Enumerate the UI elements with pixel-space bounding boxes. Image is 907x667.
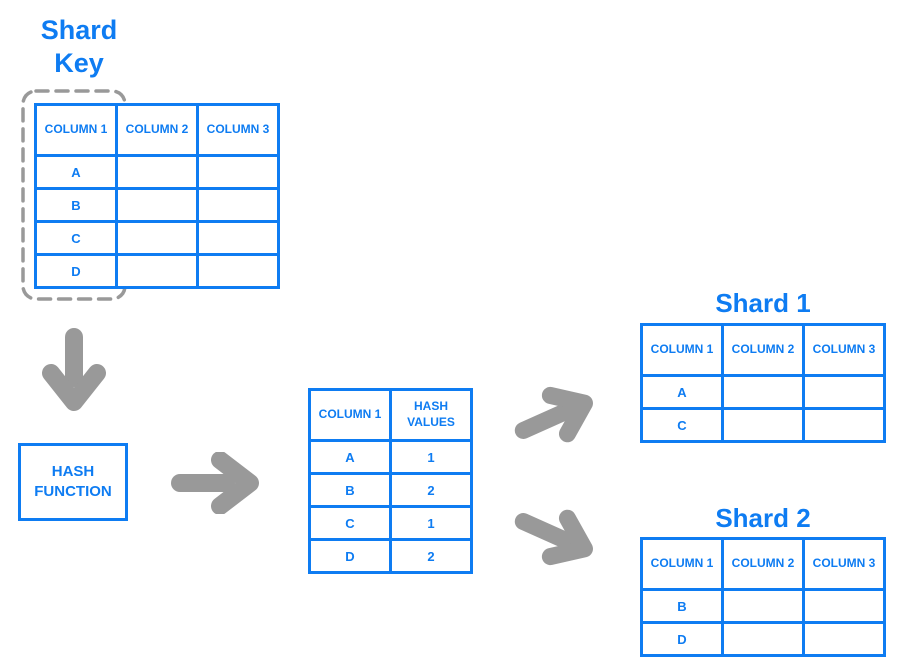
table-cell: C bbox=[640, 407, 724, 443]
table-row: A 1 bbox=[308, 439, 473, 475]
table-row: D bbox=[34, 253, 280, 289]
table-cell: 2 bbox=[389, 472, 473, 508]
table-row: C bbox=[34, 220, 280, 256]
shard-key-title: Shard Key bbox=[40, 15, 118, 78]
table-row: B bbox=[34, 187, 280, 223]
table-cell bbox=[115, 253, 199, 289]
table-row: C bbox=[640, 407, 886, 443]
table-row: D bbox=[640, 621, 886, 657]
table-cell bbox=[115, 154, 199, 190]
column-header: COLUMN 2 bbox=[115, 103, 199, 157]
table-cell bbox=[196, 253, 280, 289]
table-cell bbox=[721, 588, 805, 624]
table-cell: A bbox=[308, 439, 392, 475]
table-cell bbox=[721, 374, 805, 410]
table-cell bbox=[721, 621, 805, 657]
table-cell: C bbox=[34, 220, 118, 256]
column-header: HASH VALUES bbox=[389, 388, 473, 442]
column-header: COLUMN 3 bbox=[802, 323, 886, 377]
table-cell bbox=[196, 154, 280, 190]
table-row: A bbox=[34, 154, 280, 190]
table-header-row: COLUMN 1 COLUMN 2 COLUMN 3 bbox=[640, 537, 886, 591]
down-right-arrow-icon bbox=[514, 509, 593, 566]
column-header: COLUMN 2 bbox=[721, 537, 805, 591]
hash-function-label: HASH FUNCTION bbox=[34, 462, 112, 500]
table-cell: C bbox=[308, 505, 392, 541]
table-header-row: COLUMN 1 COLUMN 2 COLUMN 3 bbox=[34, 103, 280, 157]
table-row: A bbox=[640, 374, 886, 410]
table-row: C 1 bbox=[308, 505, 473, 541]
table-cell bbox=[721, 407, 805, 443]
source-table: COLUMN 1 COLUMN 2 COLUMN 3 A B C D bbox=[34, 103, 280, 289]
table-cell bbox=[802, 621, 886, 657]
table-cell bbox=[802, 374, 886, 410]
table-cell bbox=[115, 220, 199, 256]
table-cell bbox=[802, 588, 886, 624]
table-cell: A bbox=[34, 154, 118, 190]
table-cell: D bbox=[640, 621, 724, 657]
shard1-title: Shard 1 bbox=[715, 288, 811, 318]
table-cell: D bbox=[34, 253, 118, 289]
table-row: D 2 bbox=[308, 538, 473, 574]
table-cell: A bbox=[640, 374, 724, 410]
column-header: COLUMN 1 bbox=[640, 537, 724, 591]
table-cell: B bbox=[640, 588, 724, 624]
table-row: B 2 bbox=[308, 472, 473, 508]
up-right-arrow-icon bbox=[514, 386, 593, 443]
column-header: COLUMN 1 bbox=[308, 388, 392, 442]
table-cell bbox=[115, 187, 199, 223]
column-header: COLUMN 2 bbox=[721, 323, 805, 377]
down-arrow-icon bbox=[42, 328, 106, 411]
hash-values-table: COLUMN 1 HASH VALUES A 1 B 2 C 1 D 2 bbox=[308, 388, 473, 574]
right-arrow-icon bbox=[171, 452, 259, 514]
table-cell: B bbox=[308, 472, 392, 508]
shard2-table: COLUMN 1 COLUMN 2 COLUMN 3 B D bbox=[640, 537, 886, 657]
column-header: COLUMN 1 bbox=[640, 323, 724, 377]
table-header-row: COLUMN 1 COLUMN 2 COLUMN 3 bbox=[640, 323, 886, 377]
hash-function-box: HASH FUNCTION bbox=[18, 443, 128, 521]
table-cell bbox=[802, 407, 886, 443]
table-cell: 2 bbox=[389, 538, 473, 574]
shard2-title: Shard 2 bbox=[715, 503, 811, 533]
table-cell: B bbox=[34, 187, 118, 223]
table-row: B bbox=[640, 588, 886, 624]
table-cell bbox=[196, 187, 280, 223]
table-header-row: COLUMN 1 HASH VALUES bbox=[308, 388, 473, 442]
table-cell: 1 bbox=[389, 439, 473, 475]
table-cell bbox=[196, 220, 280, 256]
table-cell: D bbox=[308, 538, 392, 574]
shard1-table: COLUMN 1 COLUMN 2 COLUMN 3 A C bbox=[640, 323, 886, 443]
table-cell: 1 bbox=[389, 505, 473, 541]
column-header: COLUMN 3 bbox=[196, 103, 280, 157]
column-header: COLUMN 3 bbox=[802, 537, 886, 591]
column-header: COLUMN 1 bbox=[34, 103, 118, 157]
